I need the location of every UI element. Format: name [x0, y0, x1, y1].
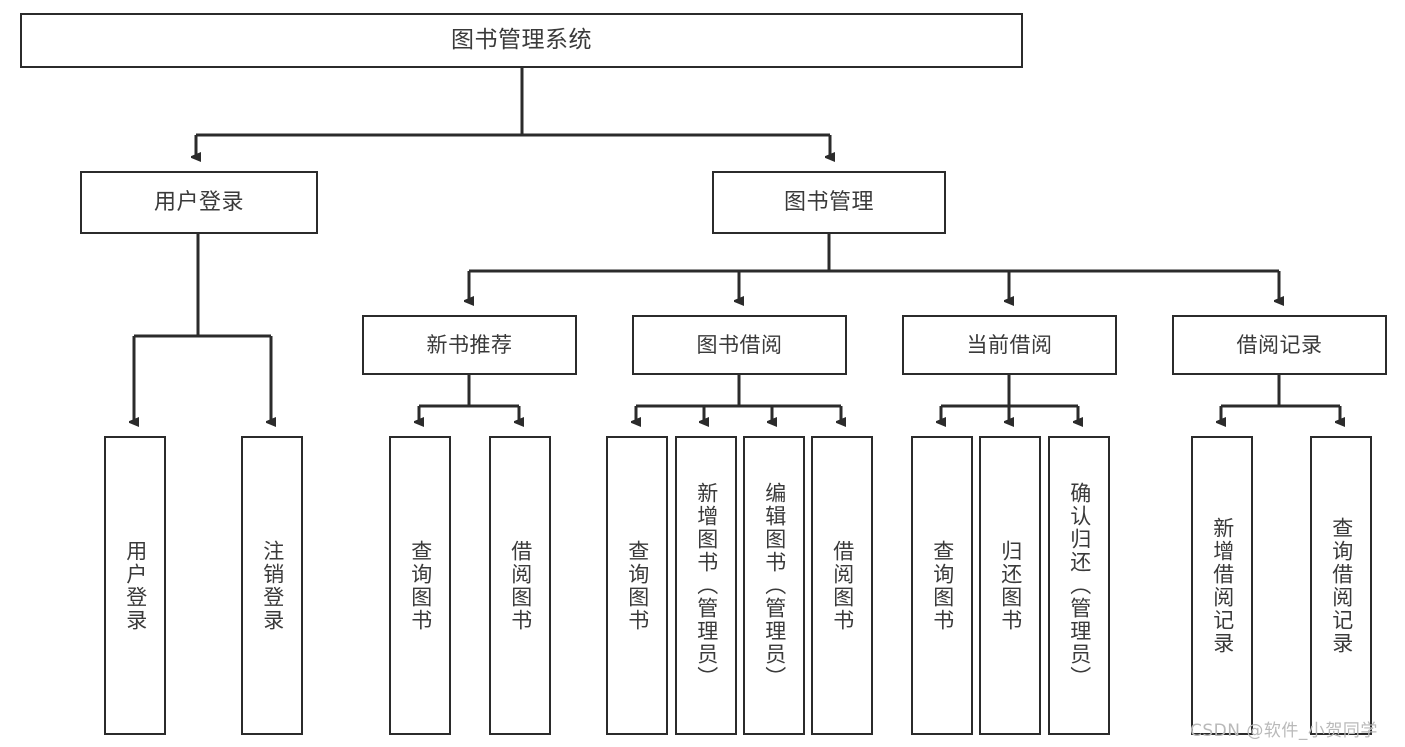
- leaf-new-book-borrow[interactable]: 借阅图书: [489, 436, 551, 735]
- node-book-management[interactable]: 图书管理: [712, 171, 946, 234]
- node-borrow-record[interactable]: 借阅记录: [1172, 315, 1387, 375]
- leaf-user-login-signin[interactable]: 用户登录: [104, 436, 166, 735]
- leaf-record-add[interactable]: 新增借阅记录: [1191, 436, 1253, 735]
- leaf-current-query-book-label: 查询图书: [930, 539, 955, 632]
- leaf-user-login-signin-label: 用户登录: [123, 539, 148, 632]
- leaf-current-confirm-return-label: 确认归还（管理员）: [1067, 482, 1092, 689]
- leaf-borrow-edit-book-label: 编辑图书（管理员）: [762, 482, 787, 689]
- leaf-borrow-borrow-book[interactable]: 借阅图书: [811, 436, 873, 735]
- leaf-borrow-query-book[interactable]: 查询图书: [606, 436, 668, 735]
- leaf-current-return-book-label: 归还图书: [998, 539, 1023, 632]
- node-book-borrow-label: 图书借阅: [696, 332, 783, 357]
- leaf-current-query-book[interactable]: 查询图书: [911, 436, 973, 735]
- leaf-borrow-borrow-book-label: 借阅图书: [830, 539, 855, 632]
- node-book-management-label: 图书管理: [783, 189, 874, 215]
- node-new-book-recommend[interactable]: 新书推荐: [362, 315, 577, 375]
- leaf-record-add-label: 新增借阅记录: [1210, 516, 1235, 655]
- node-borrow-record-label: 借阅记录: [1236, 332, 1323, 357]
- leaf-borrow-edit-book[interactable]: 编辑图书（管理员）: [743, 436, 805, 735]
- leaf-borrow-add-book[interactable]: 新增图书（管理员）: [675, 436, 737, 735]
- node-current-borrow[interactable]: 当前借阅: [902, 315, 1117, 375]
- leaf-user-login-signout-label: 注销登录: [260, 539, 285, 632]
- leaf-new-book-borrow-label: 借阅图书: [508, 539, 533, 632]
- node-book-borrow[interactable]: 图书借阅: [632, 315, 847, 375]
- leaf-current-confirm-return[interactable]: 确认归还（管理员）: [1048, 436, 1110, 735]
- leaf-record-query-label: 查询借阅记录: [1329, 516, 1354, 655]
- node-root-system[interactable]: 图书管理系统: [20, 13, 1023, 68]
- csdn-watermark: CSDN @软件_小贺同学: [1190, 716, 1378, 741]
- node-new-book-recommend-label: 新书推荐: [426, 332, 513, 357]
- node-current-borrow-label: 当前借阅: [966, 332, 1053, 357]
- leaf-user-login-signout[interactable]: 注销登录: [241, 436, 303, 735]
- leaf-borrow-add-book-label: 新增图书（管理员）: [694, 482, 719, 689]
- leaf-borrow-query-book-label: 查询图书: [625, 539, 650, 632]
- leaf-current-return-book[interactable]: 归还图书: [979, 436, 1041, 735]
- node-user-login-label: 用户登录: [153, 189, 244, 215]
- node-root-system-label: 图书管理系统: [451, 26, 592, 53]
- node-user-login[interactable]: 用户登录: [80, 171, 318, 234]
- leaf-new-book-query-label: 查询图书: [408, 539, 433, 632]
- leaf-record-query[interactable]: 查询借阅记录: [1310, 436, 1372, 735]
- leaf-new-book-query[interactable]: 查询图书: [389, 436, 451, 735]
- csdn-watermark-text: CSDN @软件_小贺同学: [1190, 721, 1378, 741]
